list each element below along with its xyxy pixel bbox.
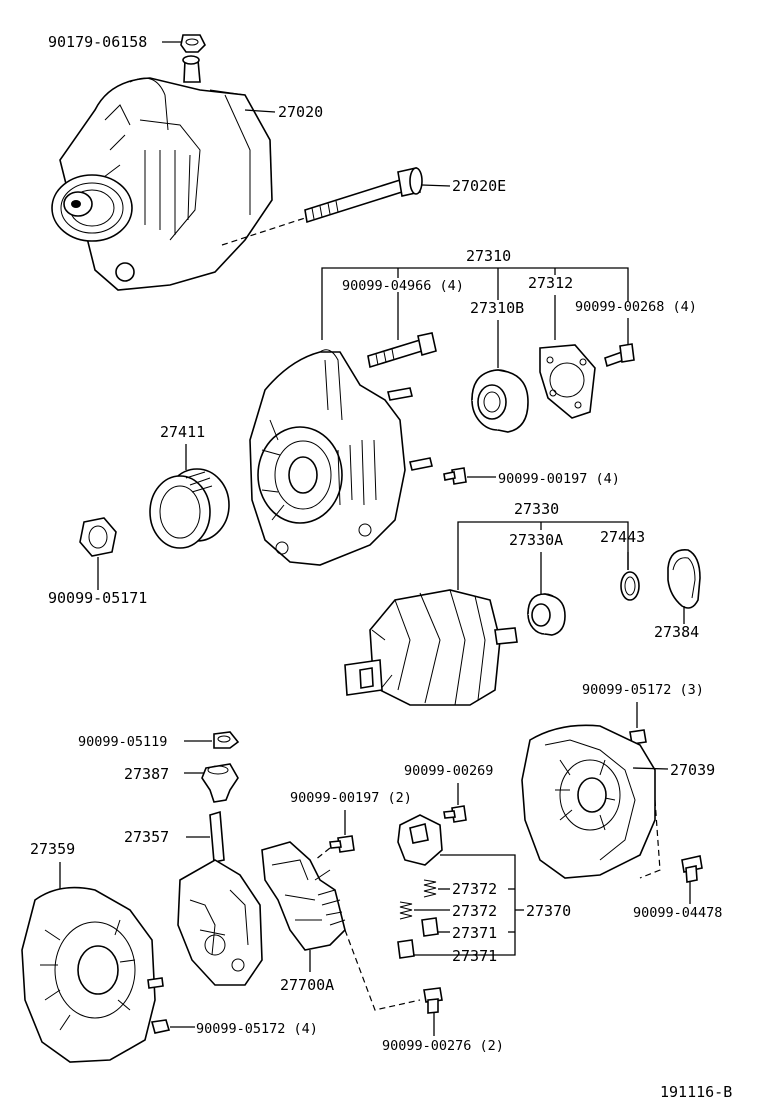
part-label-90099-05172-3: 90099-05172 (3) (582, 682, 704, 698)
part-label-27020: 27020 (278, 103, 323, 121)
cover-icon (667, 549, 701, 609)
terminal-insulator-icon (201, 763, 239, 803)
bolt-icon (304, 167, 423, 224)
nut-icon (180, 34, 206, 53)
part-label-27330A: 27330A (509, 531, 563, 549)
pulley-icon (149, 468, 230, 549)
bolt-icon (423, 987, 443, 1014)
nut-icon (79, 517, 117, 557)
part-label-27387: 27387 (124, 765, 169, 783)
bearing-icon (471, 369, 529, 433)
rectifier-end-frame-icon (521, 724, 656, 879)
bolt-icon (604, 343, 635, 368)
part-label-27384: 27384 (654, 623, 699, 641)
part-label-27372-lower: 27372 (452, 902, 497, 920)
part-label-90099-05172-4: 90099-05172 (4) (196, 1021, 318, 1037)
part-label-27372-upper: 27372 (452, 880, 497, 898)
part-label-27310: 27310 (466, 247, 511, 265)
bearing-icon (527, 593, 566, 636)
rectifier-end-frame-icon (21, 886, 164, 1063)
drive-end-frame-icon (249, 349, 433, 566)
bolt-icon (367, 332, 437, 369)
bolt-icon (443, 467, 467, 485)
nut-icon (150, 1019, 171, 1034)
regulator-icon (261, 841, 346, 951)
part-label-27312: 27312 (528, 274, 573, 292)
part-label-27371-upper: 27371 (452, 924, 497, 942)
part-label-27310B: 27310B (470, 299, 524, 317)
part-label-27039: 27039 (670, 761, 715, 779)
part-label-27443: 27443 (600, 528, 645, 546)
bolt-icon (443, 805, 467, 823)
part-label-90099-04966: 90099-04966 (4) (342, 278, 464, 294)
bolt-icon (329, 835, 355, 853)
nut-icon (213, 731, 240, 749)
part-label-90179-06158: 90179-06158 (48, 33, 147, 51)
spring-icon (399, 879, 437, 920)
brush-icon (397, 917, 439, 959)
part-label-27330: 27330 (514, 500, 559, 518)
cover-icon (539, 344, 596, 419)
part-label-90099-05119: 90099-05119 (78, 734, 167, 750)
part-label-90099-00197-2: 90099-00197 (2) (290, 790, 412, 806)
part-label-90099-04478: 90099-04478 (633, 905, 722, 921)
bolt-icon (681, 855, 703, 883)
part-label-27357: 27357 (124, 828, 169, 846)
part-label-27700A: 27700A (280, 976, 334, 994)
part-label-90099-05171: 90099-05171 (48, 589, 147, 607)
brush-cover-icon (397, 814, 443, 866)
rotor-icon (344, 589, 518, 706)
part-label-90099-00269: 90099-00269 (404, 763, 493, 779)
alternator-assembly-icon (51, 55, 273, 291)
part-label-27359: 27359 (30, 840, 75, 858)
part-label-27371-lower: 27371 (452, 947, 497, 965)
brush-holder-icon (177, 810, 263, 986)
part-label-27020E: 27020E (452, 177, 506, 195)
part-label-27370: 27370 (526, 902, 571, 920)
part-label-27411: 27411 (160, 423, 205, 441)
washer-icon (620, 571, 640, 601)
diagram-id: 191116-B (660, 1083, 732, 1101)
part-label-90099-00197-4: 90099-00197 (4) (498, 471, 620, 487)
part-label-90099-00268: 90099-00268 (4) (575, 299, 697, 315)
part-label-90099-00276: 90099-00276 (2) (382, 1038, 504, 1054)
